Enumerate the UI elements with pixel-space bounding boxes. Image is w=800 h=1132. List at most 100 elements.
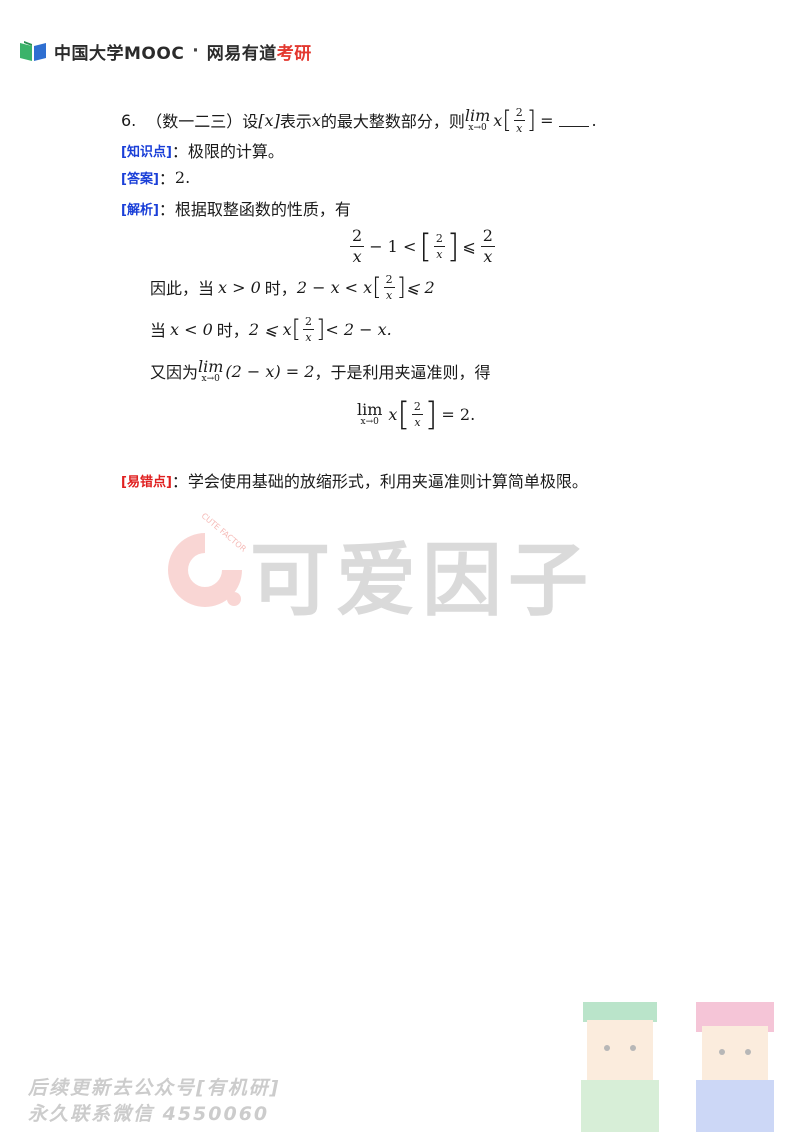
since-expr: (2 − x) = 2 (225, 361, 315, 381)
left-bracket: [ (291, 315, 301, 343)
watermark-text: 可爱因子 (250, 534, 594, 627)
brand-separator: · (192, 41, 199, 61)
pitfall-colon: ： (171, 472, 188, 491)
floor-fraction: [ 2 x ] (502, 107, 536, 134)
answer-text: 2. (174, 167, 191, 187)
knowledge-text: 极限的计算。 (187, 142, 284, 161)
brand-mooc: 中国大学MOOC (54, 43, 185, 64)
problem-stem-b: 表示 (279, 112, 312, 131)
lim-subscript: x→0 (201, 373, 220, 384)
left-bracket: [ (419, 227, 432, 265)
frac-num: 2 (383, 272, 395, 288)
frac-den: x (414, 415, 421, 429)
right-bracket: ] (424, 395, 438, 433)
since-prefix: 又因为 (150, 363, 199, 382)
answer-blank (559, 114, 590, 127)
lim-subscript: x→0 (468, 122, 487, 133)
limit-operator: lim x→0 (198, 356, 224, 384)
frac-den: x (305, 330, 312, 344)
since-limit-line: 又因为 lim x→0 (2 − x) = 2 ，于是利用夹逼准则，得 (150, 357, 490, 385)
limit-operator: lim x→0 (357, 399, 383, 427)
pitfall-text: 学会使用基础的放缩形式，利用夹逼准则计算简单极限。 (187, 472, 588, 491)
lim-x: x (493, 110, 503, 130)
fraction-2-over-x: 2 x (350, 225, 365, 266)
footer-line-2: 永久联系微信 4550060 (28, 1103, 270, 1125)
var-x: x (311, 110, 321, 130)
lim-word: lim (357, 399, 383, 419)
brand-youdao: 网易有道 (206, 43, 277, 64)
case-neg-prefix: 当 (150, 321, 167, 340)
pitfall-line: [易错点] ： 学会使用基础的放缩形式，利用夹逼准则计算简单极限。 (121, 470, 588, 491)
frac-num: 2 (480, 225, 495, 247)
case-negative: 当 x < 0 时， 2 ⩽ x [ 2 x ] < 2 − x. (150, 314, 392, 344)
problem-stem-c: 的最大整数部分，则 (320, 112, 465, 131)
right-bracket: ] (526, 106, 537, 134)
frac-num: 2 (350, 225, 365, 247)
case-pos-prefix: 因此，当 (150, 279, 215, 298)
knowledge-point: [知识点] ： 极限的计算。 (121, 140, 284, 161)
frac-num: 2 (513, 105, 525, 121)
floor-x: [x] (258, 110, 280, 130)
inequality-bounds: 2 x − 1 < [ 2 x ] ⩽ 2 x (348, 226, 497, 266)
analysis-intro: [解析] ： 根据取整函数的性质，有 (121, 198, 351, 219)
le-sign: ⩽ (462, 236, 476, 256)
fraction-2-over-x: 2 x (302, 314, 314, 344)
answer-line: [答案] ： 2. (121, 167, 191, 189)
case-pos-mid: 时， (264, 279, 297, 298)
fraction-2-over-x: 2 x (433, 233, 445, 261)
answer-label: [答案] (121, 171, 159, 187)
cute-factor-logo-icon (168, 533, 242, 607)
case-neg-expr-b: < 2 − x. (325, 319, 392, 339)
knowledge-label: [知识点] (121, 144, 172, 160)
problem-statement: 6. （数一二三） 设 [x] 表示 x 的最大整数部分，则 lim x→0 x… (121, 106, 597, 134)
pitfall-label: [易错点] (121, 474, 172, 490)
analysis-label: [解析] (121, 202, 159, 218)
final-limit: lim x→0 x [ 2 x ] = 2. (357, 396, 475, 432)
limit-operator: lim x→0 (464, 105, 491, 133)
problem-stem-a: 设 (242, 112, 259, 131)
problem-source: （数一二三） (146, 112, 243, 131)
frac-num: 2 (411, 399, 423, 415)
case-neg-condition: x < 0 (170, 319, 213, 339)
case-pos-expr-b: ⩽ 2 (405, 277, 435, 297)
floor-fraction: [ 2 x ] (419, 230, 459, 262)
frac-den: x (385, 288, 393, 302)
floor-fraction: [ 2 x ] (372, 274, 406, 301)
case-positive: 因此，当 x > 0 时， 2 − x < x [ 2 x ] ⩽ 2 (150, 272, 435, 302)
minus-one-lt: − 1 < (369, 236, 417, 256)
case-pos-expr-a: 2 − x < x (296, 277, 373, 297)
floor-fraction: [ 2 x ] (292, 316, 326, 343)
problem-number: 6. (121, 110, 137, 130)
frac-den: x (436, 247, 443, 261)
case-pos-condition: x > 0 (218, 277, 261, 297)
final-result: = 2. (441, 404, 476, 424)
fraction-2-over-x: 2 x (411, 399, 423, 429)
mooc-book-icon (20, 41, 46, 61)
lim-word: lim (198, 356, 224, 376)
analysis-intro-text: 根据取整函数的性质，有 (174, 200, 351, 219)
fraction-2-over-x: 2 x (383, 272, 395, 302)
final-x: x (388, 404, 398, 424)
case-neg-expr-a: 2 ⩽ x (248, 319, 292, 339)
answer-colon: ： (158, 169, 175, 188)
frac-den: x (352, 246, 362, 266)
brand-header: 中国大学MOOC · 网易有道 考研 (18, 38, 312, 64)
brand-kaoyan: 考研 (276, 43, 312, 64)
footer-watermark: 后续更新去公众号[有机研] 永久联系微信 4550060 (28, 1075, 280, 1127)
cartoon-girl-icon (696, 1002, 774, 1132)
cartoon-boy-icon (581, 1002, 659, 1132)
lim-subscript: x→0 (360, 416, 379, 427)
frac-num: 2 (302, 314, 314, 330)
left-bracket: [ (372, 273, 382, 301)
case-neg-mid: 时， (216, 321, 249, 340)
frac-den: x (483, 246, 493, 266)
problem-tail: . (591, 110, 597, 130)
analysis-colon: ： (158, 200, 175, 219)
floor-fraction: [ 2 x ] (397, 398, 437, 430)
equals-sign: = (540, 110, 554, 130)
fraction-2-over-x: 2 x (480, 225, 495, 266)
left-bracket: [ (502, 106, 512, 134)
since-suffix: ，于是利用夹逼准则，得 (314, 363, 491, 382)
fraction-2-over-x: 2 x (513, 105, 525, 134)
lim-word: lim (464, 105, 491, 125)
